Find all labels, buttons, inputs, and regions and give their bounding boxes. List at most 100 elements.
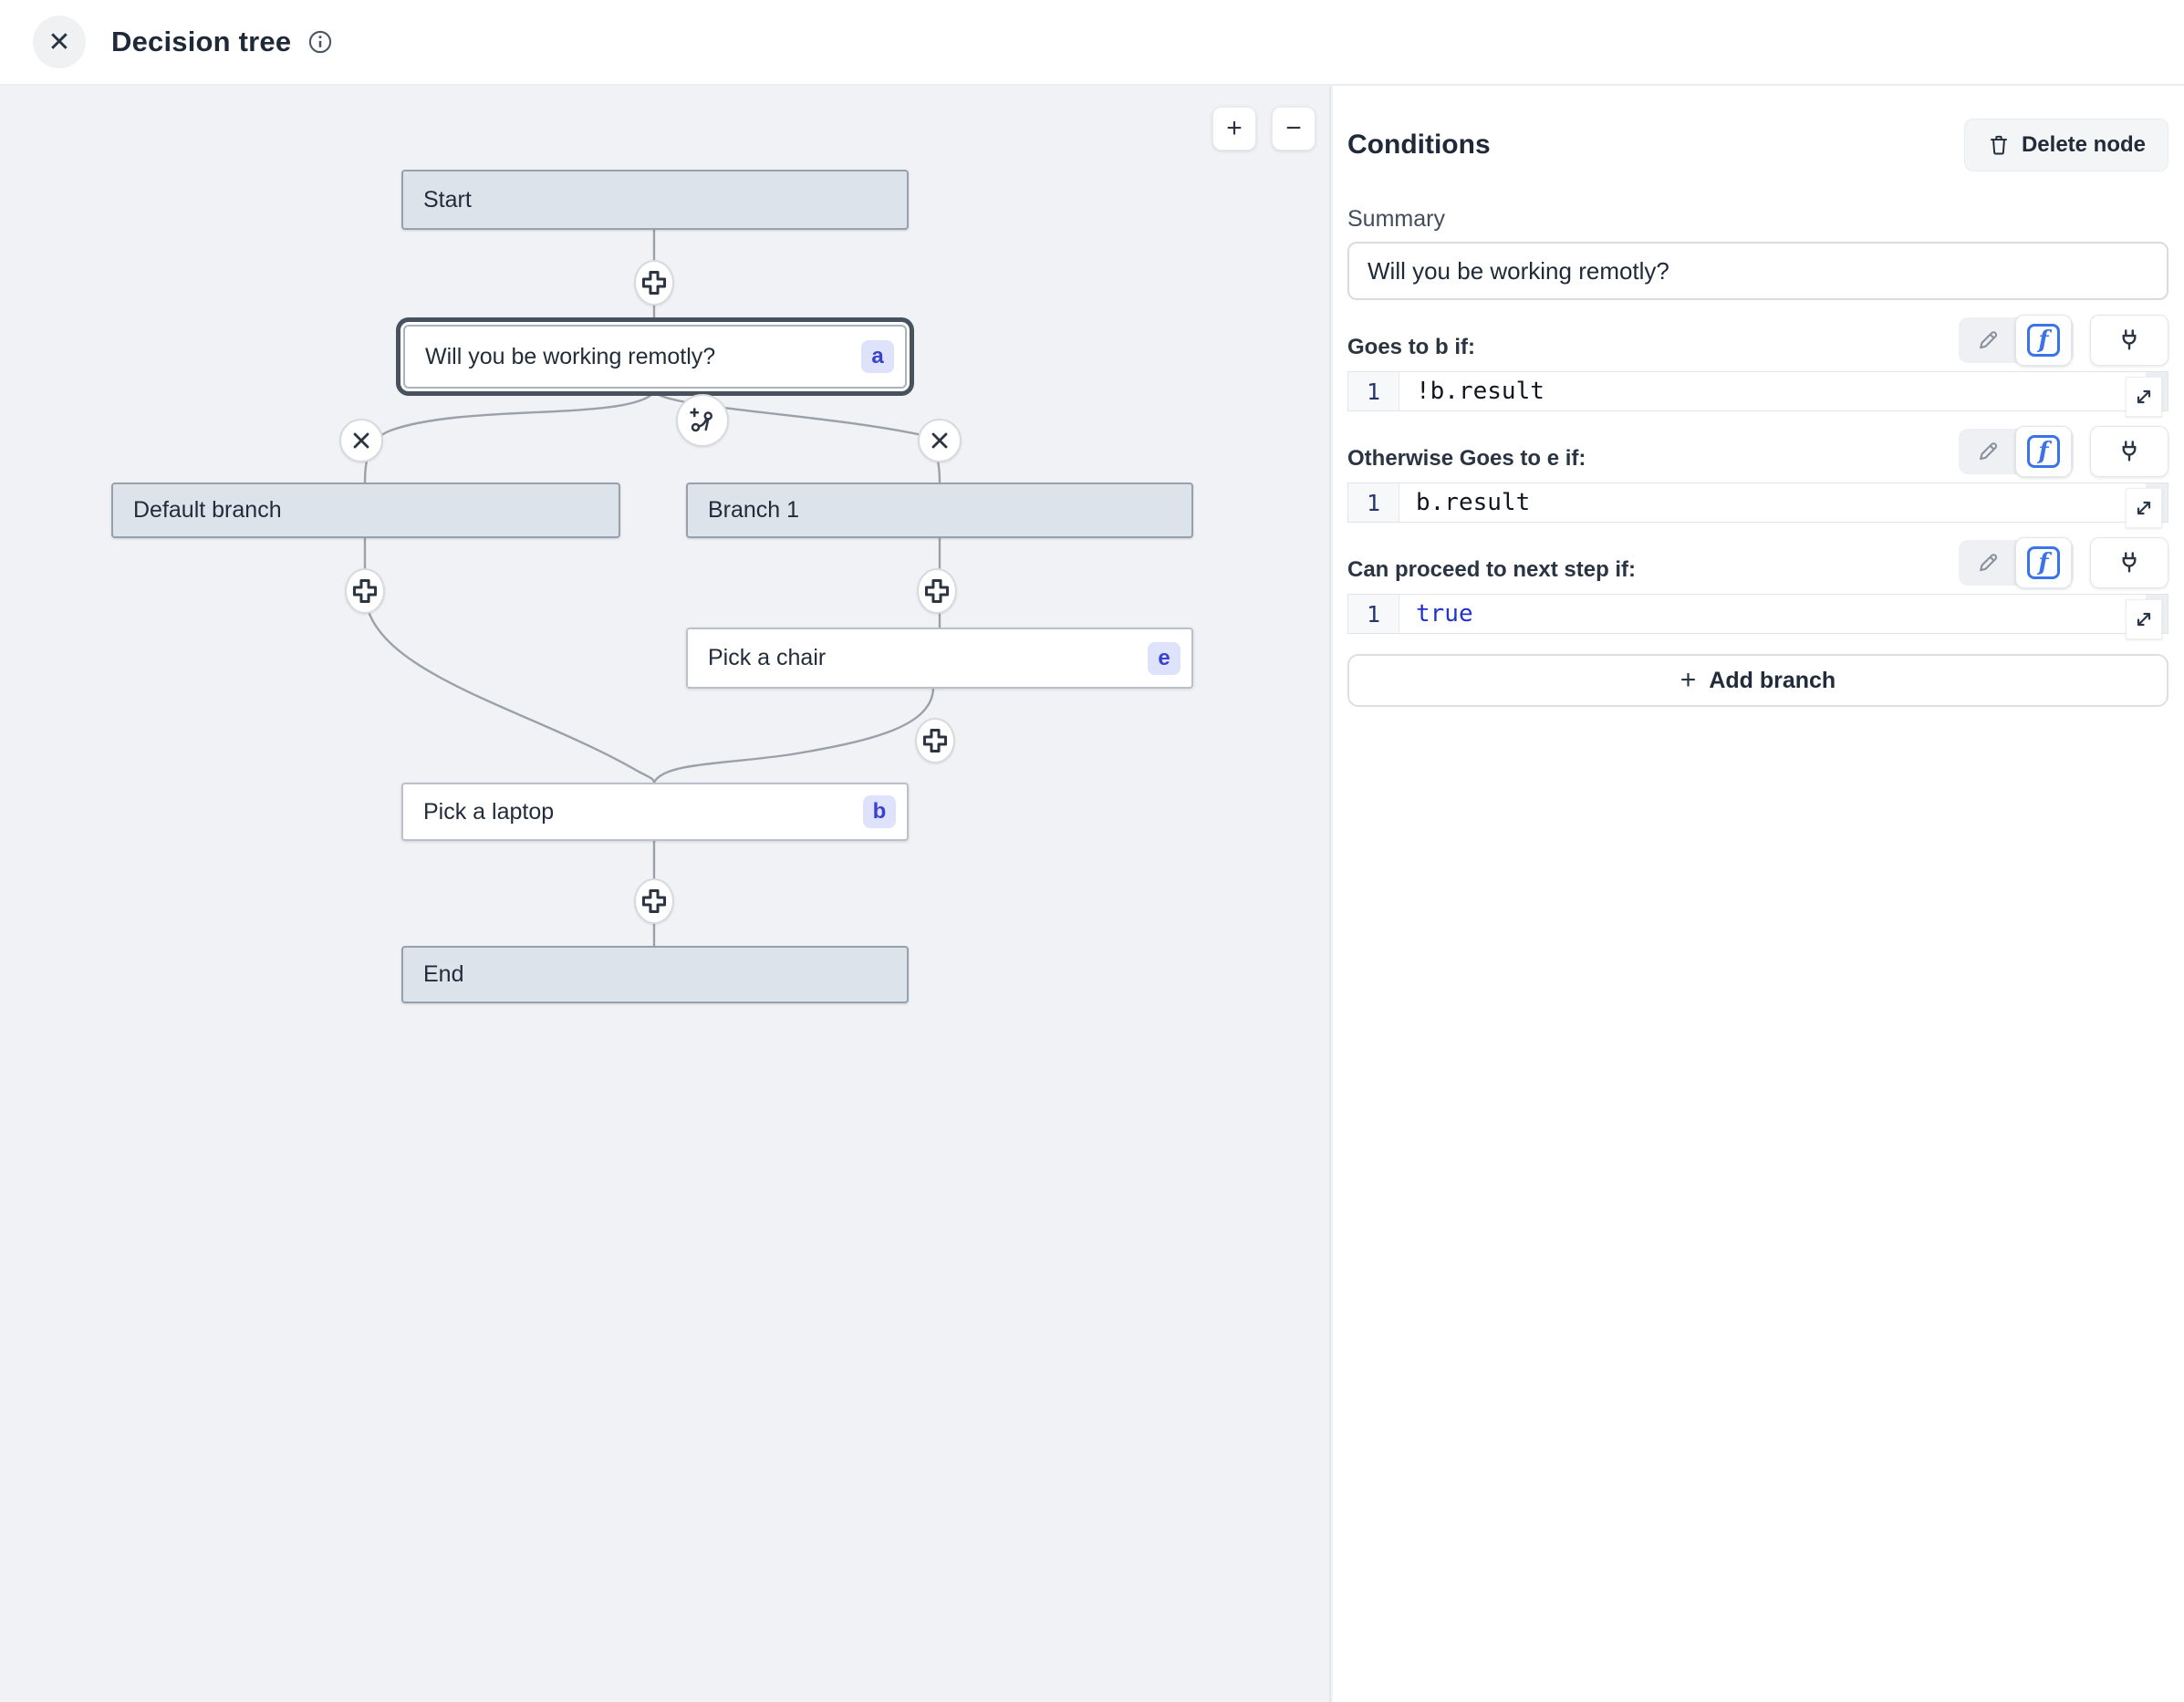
condition-label: Can proceed to next step if:	[1347, 557, 1637, 582]
zoom-in-button[interactable]: +	[1212, 107, 1256, 150]
fx-mode-button[interactable]: f	[2015, 537, 2072, 588]
connect-source-button[interactable]	[2090, 426, 2168, 477]
editor-mode-tools: f	[1959, 537, 2168, 588]
add-step-button[interactable]	[634, 260, 674, 306]
pencil-mode-button[interactable]	[1962, 327, 2015, 353]
condition-label: Goes to b if:	[1347, 335, 1475, 359]
line-number: 1	[1348, 595, 1399, 633]
node-label: Default branch	[133, 497, 282, 523]
add-step-button[interactable]	[345, 568, 385, 614]
node-label: Start	[423, 186, 472, 213]
trash-icon	[1990, 135, 2008, 155]
line-number: 1	[1348, 483, 1399, 522]
node-label: Branch 1	[708, 497, 800, 523]
pencil-mode-button[interactable]	[1962, 439, 2015, 464]
expand-icon	[2137, 612, 2151, 627]
mode-toggle: f	[1959, 426, 2074, 477]
fx-mode-button[interactable]: f	[2015, 426, 2072, 477]
node-label: Pick a chair	[708, 645, 827, 670]
expand-editor-button[interactable]	[2126, 599, 2162, 639]
connect-source-button[interactable]	[2090, 315, 2168, 366]
delete-node-label: Delete node	[2021, 132, 2146, 157]
node-default-branch[interactable]: Default branch	[111, 483, 620, 538]
node-label: Will you be working remotly?	[425, 343, 716, 369]
panel-title: Conditions	[1347, 130, 1491, 160]
plug-icon	[2122, 552, 2137, 573]
add-step-button[interactable]	[634, 878, 674, 924]
flow-canvas[interactable]: + − Start Will you be working remotly? a…	[0, 86, 1331, 1702]
plus-icon: +	[1226, 113, 1243, 143]
code-editor[interactable]: 1 true	[1347, 594, 2168, 639]
plus-icon	[924, 578, 950, 604]
code-text: b.result	[1416, 489, 1531, 516]
node-end[interactable]: End	[401, 946, 909, 1003]
x-icon	[353, 432, 369, 449]
code-editor[interactable]: 1 !b.result	[1347, 371, 2168, 417]
fx-icon: f	[2027, 324, 2060, 357]
expand-icon	[2137, 501, 2151, 515]
code-editor[interactable]: 1 b.result	[1347, 483, 2168, 528]
add-branch-label: Add branch	[1709, 667, 1836, 693]
remove-branch-button[interactable]	[918, 419, 962, 462]
plus-icon	[922, 728, 948, 753]
code-text: true	[1416, 600, 1473, 628]
expand-editor-button[interactable]	[2126, 488, 2162, 528]
summary-input[interactable]	[1347, 242, 2168, 300]
header: ✕ Decision tree	[0, 0, 2184, 86]
plus-icon: +	[1680, 665, 1697, 695]
delete-node-button[interactable]: Delete node	[1963, 119, 2168, 171]
node-badge: a	[861, 340, 894, 373]
branch-split-icon	[690, 408, 712, 432]
node-start[interactable]: Start	[401, 170, 909, 230]
plus-icon	[641, 888, 667, 914]
editor-mode-tools: f	[1959, 426, 2168, 477]
condition-block: Goes to b if: f	[1347, 313, 2168, 417]
condition-block: Otherwise Goes to e if: f	[1347, 424, 2168, 528]
line-number: 1	[1348, 372, 1399, 410]
node-question-selected[interactable]: Will you be working remotly? a	[403, 325, 907, 389]
node-pick-laptop[interactable]: Pick a laptop b	[401, 783, 909, 841]
add-branch-pin-button[interactable]	[676, 394, 729, 447]
add-branch-button[interactable]: + Add branch	[1347, 654, 2168, 707]
info-icon[interactable]	[307, 29, 333, 55]
mode-toggle: f	[1959, 537, 2074, 588]
node-branch-1[interactable]: Branch 1	[686, 483, 1193, 538]
pencil-icon	[1980, 331, 1998, 349]
expand-editor-button[interactable]	[2126, 377, 2162, 417]
pencil-icon	[1980, 554, 1998, 572]
node-label: Pick a laptop	[423, 798, 555, 825]
zoom-out-button[interactable]: −	[1272, 107, 1316, 150]
plus-icon	[641, 270, 667, 296]
expand-icon	[2137, 389, 2151, 404]
code-text: !b.result	[1416, 378, 1544, 405]
close-button[interactable]: ✕	[33, 16, 86, 68]
condition-label: Otherwise Goes to e if:	[1347, 446, 1586, 471]
plus-icon	[352, 578, 378, 604]
editor-mode-tools: f	[1959, 315, 2168, 366]
add-step-button[interactable]	[915, 718, 955, 763]
close-icon: ✕	[47, 26, 71, 57]
condition-block: Can proceed to next step if: f	[1347, 535, 2168, 639]
add-step-button[interactable]	[917, 568, 957, 614]
connect-source-button[interactable]	[2090, 537, 2168, 588]
plug-icon	[2122, 329, 2137, 350]
fx-mode-button[interactable]: f	[2015, 315, 2072, 366]
node-label: End	[423, 961, 464, 987]
panel-header: Conditions Delete node	[1347, 119, 2168, 171]
pencil-mode-button[interactable]	[1962, 550, 2015, 576]
mode-toggle: f	[1959, 315, 2074, 366]
node-pick-chair[interactable]: Pick a chair e	[686, 628, 1193, 689]
x-icon	[931, 432, 948, 449]
plug-icon	[2122, 441, 2137, 462]
remove-branch-button[interactable]	[339, 419, 383, 462]
summary-label: Summary	[1347, 206, 1445, 232]
node-badge: b	[863, 795, 896, 828]
fx-icon: f	[2027, 546, 2060, 579]
main-area: + − Start Will you be working remotly? a…	[0, 86, 2184, 1702]
conditions-panel: Conditions Delete node Summary Goes to b…	[1333, 86, 2184, 1702]
node-badge: e	[1148, 641, 1180, 675]
minus-icon: −	[1285, 113, 1302, 143]
pencil-icon	[1980, 442, 1998, 461]
fx-icon: f	[2027, 435, 2060, 468]
